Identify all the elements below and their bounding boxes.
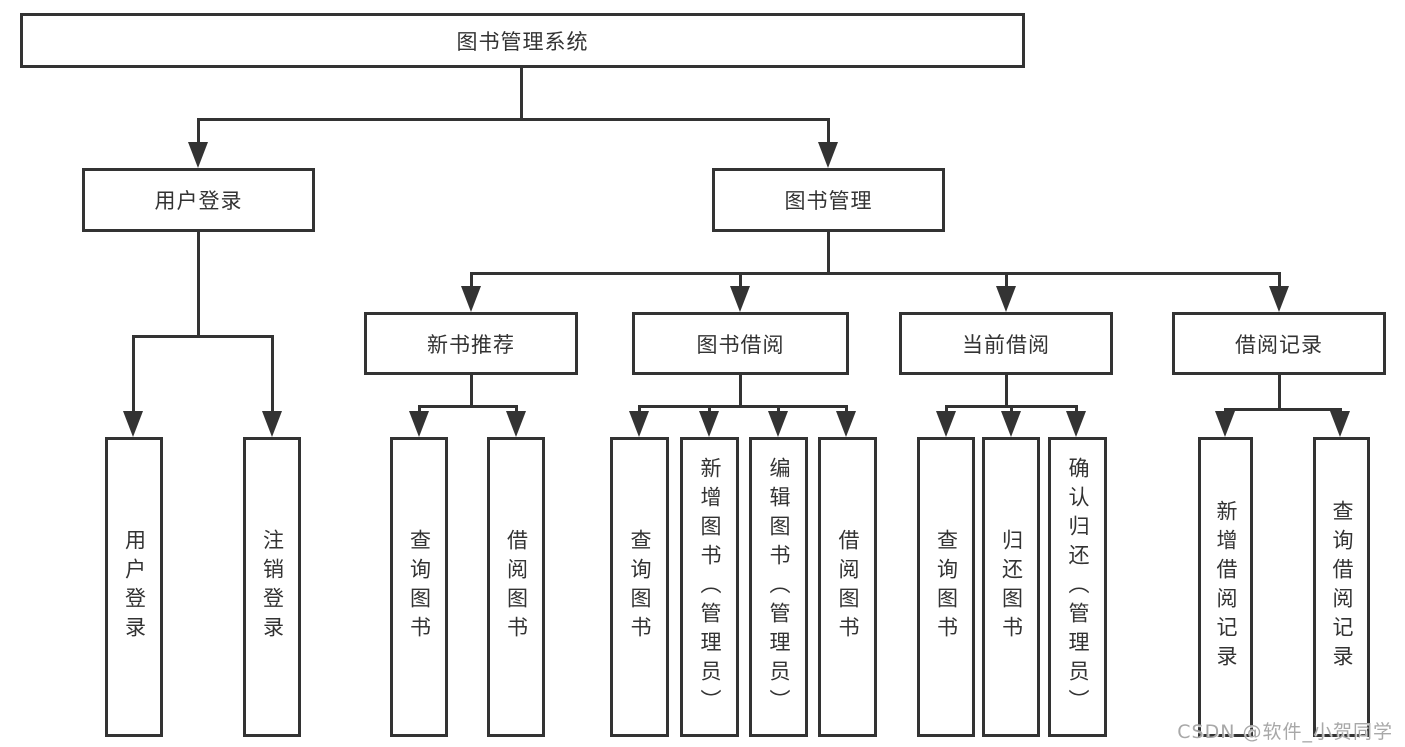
leaf-return-books-label: 归还图书 — [999, 529, 1024, 645]
leaf-edit-books-admin: 编辑图书（管理员） — [749, 437, 808, 737]
leaf-edit-books-admin-label: 编辑图书（管理员） — [767, 456, 791, 718]
leaf-logout: 注销登录 — [243, 437, 301, 737]
leaf-borrow-books: 借阅图书 — [818, 437, 877, 737]
connector-stem-leaf-user-login — [132, 335, 135, 413]
connector-book-borrow-split — [638, 405, 848, 408]
connector-new-book-stem — [470, 375, 473, 405]
arrow-down-icon — [936, 411, 956, 437]
connector-root-split — [197, 118, 830, 121]
node-new-book-recommend: 新书推荐 — [364, 312, 578, 375]
leaf-logout-label: 注销登录 — [260, 529, 285, 645]
connector-stem — [945, 405, 948, 415]
node-borrowing-records: 借阅记录 — [1172, 312, 1386, 375]
connector-user-login-split — [132, 335, 274, 338]
leaf-user-login: 用户登录 — [105, 437, 163, 737]
leaf-add-books-admin-label: 新增图书（管理员） — [698, 456, 722, 718]
node-root-label: 图书管理系统 — [456, 29, 589, 54]
leaf-confirm-return-admin: 确认归还（管理员） — [1048, 437, 1107, 737]
leaf-query-books-recommend: 查询图书 — [390, 437, 448, 737]
arrow-down-icon — [188, 142, 208, 168]
leaf-user-login-label: 用户登录 — [122, 529, 147, 645]
leaf-query-books-borrowing: 查询图书 — [610, 437, 669, 737]
arrow-down-icon — [123, 411, 143, 437]
node-user-login: 用户登录 — [82, 168, 315, 232]
connector-book-mgmt-stem — [827, 232, 830, 272]
connector-stem — [515, 405, 518, 415]
connector-stem — [708, 405, 711, 415]
arrow-down-icon — [262, 411, 282, 437]
connector-stem-user-login — [197, 118, 200, 144]
arrow-down-icon — [629, 411, 649, 437]
leaf-return-books: 归还图书 — [982, 437, 1040, 737]
leaf-borrow-books-recommend: 借阅图书 — [487, 437, 545, 737]
connector-stem — [638, 405, 641, 415]
connector-book-borrow-stem — [739, 375, 742, 405]
node-book-management: 图书管理 — [712, 168, 945, 232]
leaf-query-books-recommend-label: 查询图书 — [407, 529, 432, 645]
node-root: 图书管理系统 — [20, 13, 1025, 68]
arrow-down-icon — [1066, 411, 1086, 437]
leaf-query-books-current: 查询图书 — [917, 437, 975, 737]
connector-stem-book-borrow — [739, 272, 742, 288]
leaf-query-books-borrowing-label: 查询图书 — [628, 529, 652, 645]
connector-stem — [1075, 405, 1078, 415]
node-new-book-recommend-label: 新书推荐 — [427, 332, 515, 357]
connector-root-stem — [520, 68, 523, 118]
connector-stem-borrow-records — [1278, 272, 1281, 288]
leaf-query-borrow-record-label: 查询借阅记录 — [1330, 500, 1354, 674]
node-current-borrowing: 当前借阅 — [899, 312, 1113, 375]
arrow-down-icon — [1269, 286, 1289, 312]
arrow-down-icon — [818, 142, 838, 168]
arrow-down-icon — [409, 411, 429, 437]
node-current-borrowing-label: 当前借阅 — [962, 332, 1050, 357]
arrow-down-icon — [1215, 411, 1235, 437]
arrow-down-icon — [996, 286, 1016, 312]
leaf-add-borrow-record: 新增借阅记录 — [1198, 437, 1253, 737]
node-book-borrowing: 图书借阅 — [632, 312, 849, 375]
connector-stem — [1010, 405, 1013, 415]
leaf-borrow-books-recommend-label: 借阅图书 — [504, 529, 529, 645]
leaf-query-books-current-label: 查询图书 — [934, 529, 959, 645]
arrow-down-icon — [1001, 411, 1021, 437]
connector-stem — [777, 405, 780, 415]
leaf-add-books-admin: 新增图书（管理员） — [680, 437, 739, 737]
connector-stem — [845, 405, 848, 415]
leaf-confirm-return-admin-label: 确认归还（管理员） — [1066, 456, 1090, 718]
connector-stem — [418, 405, 421, 415]
csdn-watermark: CSDN @软件_小贺同学 — [1177, 721, 1393, 743]
leaf-add-borrow-record-label: 新增借阅记录 — [1214, 500, 1238, 674]
arrow-down-icon — [730, 286, 750, 312]
connector-new-book-split — [418, 405, 518, 408]
node-user-login-label: 用户登录 — [154, 189, 243, 213]
connector-borrow-records-split — [1224, 408, 1342, 411]
arrow-down-icon — [699, 411, 719, 437]
connector-stem-new-book — [470, 272, 473, 288]
connector-stem-current-borrow — [1005, 272, 1008, 288]
arrow-down-icon — [461, 286, 481, 312]
connector-borrow-records-stem — [1278, 375, 1281, 408]
connector-user-login-stem — [197, 232, 200, 335]
connector-current-borrow-stem — [1005, 375, 1008, 405]
arrow-down-icon — [1330, 411, 1350, 437]
connector-stem-book-mgmt — [827, 118, 830, 144]
connector-stem-leaf-logout — [271, 335, 274, 413]
arrow-down-icon — [768, 411, 788, 437]
node-borrowing-records-label: 借阅记录 — [1235, 332, 1323, 357]
connector-book-mgmt-split — [470, 272, 1281, 275]
node-book-management-label: 图书管理 — [784, 189, 873, 213]
leaf-borrow-books-label: 借阅图书 — [836, 529, 860, 645]
arrow-down-icon — [836, 411, 856, 437]
node-book-borrowing-label: 图书借阅 — [696, 332, 785, 357]
arrow-down-icon — [506, 411, 526, 437]
leaf-query-borrow-record: 查询借阅记录 — [1313, 437, 1370, 737]
